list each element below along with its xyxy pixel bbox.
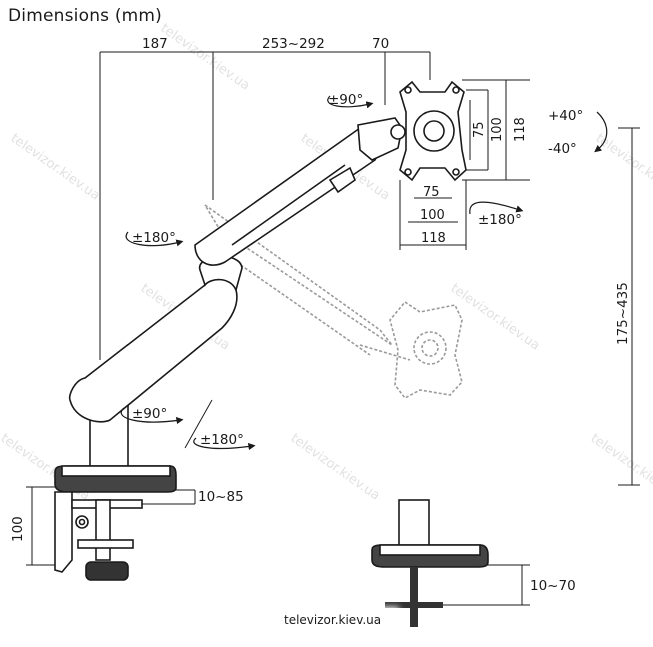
rotation-labels: ±90° +40° -40° ±180° ±180° ±90° ±180° bbox=[132, 92, 583, 448]
dimension-lines bbox=[26, 51, 640, 606]
dim-top-reach: 187 bbox=[142, 36, 168, 52]
watermark-text: televizor.kiev.ua bbox=[448, 281, 543, 354]
rot-base-swivel: ±90° bbox=[132, 406, 167, 422]
watermark-text: televizor.kiev.ua bbox=[588, 431, 653, 504]
rot-screen-rotate: ±180° bbox=[478, 212, 522, 228]
dim-vesa-v-118: 118 bbox=[513, 117, 528, 142]
rotation-arrows bbox=[120, 95, 608, 451]
dim-top-extension: 253~292 bbox=[262, 36, 325, 52]
dim-grommet-desk-thickness: 10~70 bbox=[530, 578, 576, 594]
dim-vesa-h-118: 118 bbox=[421, 231, 446, 246]
dim-top-plate-offset: 70 bbox=[372, 36, 389, 52]
dim-vesa-h-100: 100 bbox=[420, 208, 445, 223]
dim-vesa-v-100: 100 bbox=[490, 117, 505, 142]
watermark-text: televizor.kiev.ua bbox=[593, 131, 653, 204]
watermark-text: televizor.kiev.ua bbox=[288, 431, 383, 504]
rot-plate-swivel: ±90° bbox=[328, 92, 363, 108]
watermark-text: televizor.kiev.ua bbox=[158, 21, 253, 94]
dim-clamp-height: 100 bbox=[10, 516, 26, 542]
dim-vesa-v-75: 75 bbox=[472, 121, 487, 138]
rot-base-rotate: ±180° bbox=[200, 432, 244, 448]
dimension-labels: 187 253~292 70 175~435 75 100 118 75 100… bbox=[10, 36, 631, 594]
monitor-arm bbox=[54, 80, 489, 627]
dim-height-range: 175~435 bbox=[615, 282, 631, 345]
rot-tilt-up: +40° bbox=[548, 108, 583, 124]
watermark-badge: televizor.kiev.ua bbox=[270, 611, 396, 629]
dim-clamp-desk-thickness: 10~85 bbox=[198, 489, 244, 505]
dim-vesa-h-75: 75 bbox=[423, 185, 440, 200]
diagram-title: Dimensions (mm) bbox=[8, 6, 163, 26]
rot-elbow-rotate: ±180° bbox=[132, 230, 176, 246]
watermark-text: televizor.kiev.ua bbox=[8, 131, 103, 204]
rot-tilt-down: -40° bbox=[548, 141, 577, 157]
